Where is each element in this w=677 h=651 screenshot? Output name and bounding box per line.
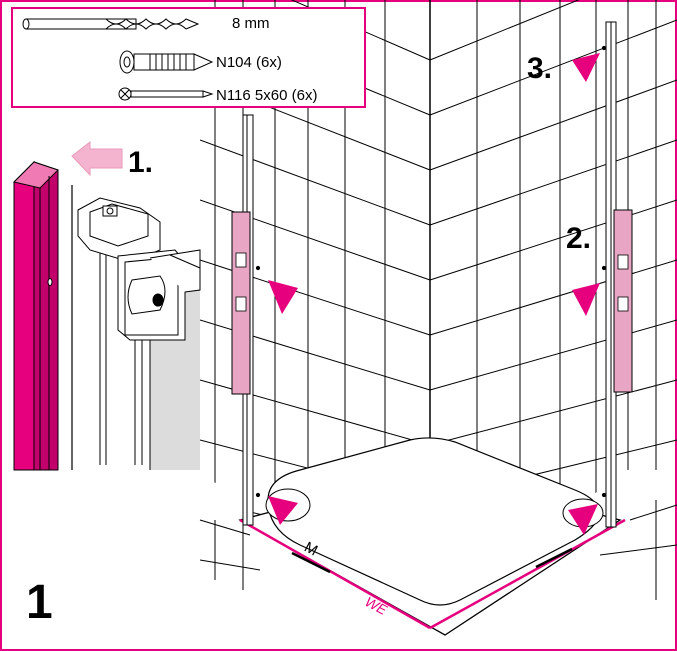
pink-wall-profile bbox=[13, 160, 73, 471]
drill-arrow-left-upper bbox=[268, 280, 298, 314]
wall-edge-right-line bbox=[429, 518, 626, 630]
drill-mark-arrows bbox=[268, 53, 600, 535]
wall-plug-icon bbox=[119, 50, 214, 74]
drill-bit-icon bbox=[22, 18, 200, 30]
wall-plug-label: N104 (6x) bbox=[216, 54, 282, 71]
spirit-level-left bbox=[231, 211, 251, 395]
shower-tray: M WE bbox=[238, 437, 626, 636]
floor-tiles bbox=[199, 500, 677, 600]
screw-icon bbox=[118, 87, 214, 101]
middle-mark-right bbox=[535, 547, 573, 569]
step-2-label: 2. bbox=[566, 222, 591, 255]
wall-edge-left-line bbox=[239, 518, 431, 630]
middle-mark-left bbox=[291, 551, 331, 574]
drill-arrow-right-upper bbox=[572, 283, 600, 316]
drill-arrow-left-lower bbox=[268, 496, 298, 525]
slide-direction-arrow bbox=[71, 140, 123, 177]
screw-label: N116 5x60 (6x) bbox=[216, 87, 317, 104]
spirit-level-right bbox=[613, 209, 633, 393]
step-3-label: 3. bbox=[527, 52, 552, 85]
bracket-detail bbox=[77, 197, 201, 341]
drill-arrow-right-top bbox=[572, 53, 600, 82]
step-1-label: 1. bbox=[128, 146, 153, 179]
drill-arrow-right-lower bbox=[568, 504, 598, 535]
detail-inset: 1. bbox=[10, 140, 201, 471]
figure-number: 1 bbox=[26, 576, 53, 629]
drill-bit-label: 8 mm bbox=[232, 15, 270, 32]
parts-box: 8 mm N104 (6x) N116 5x60 (6x) bbox=[11, 7, 366, 108]
